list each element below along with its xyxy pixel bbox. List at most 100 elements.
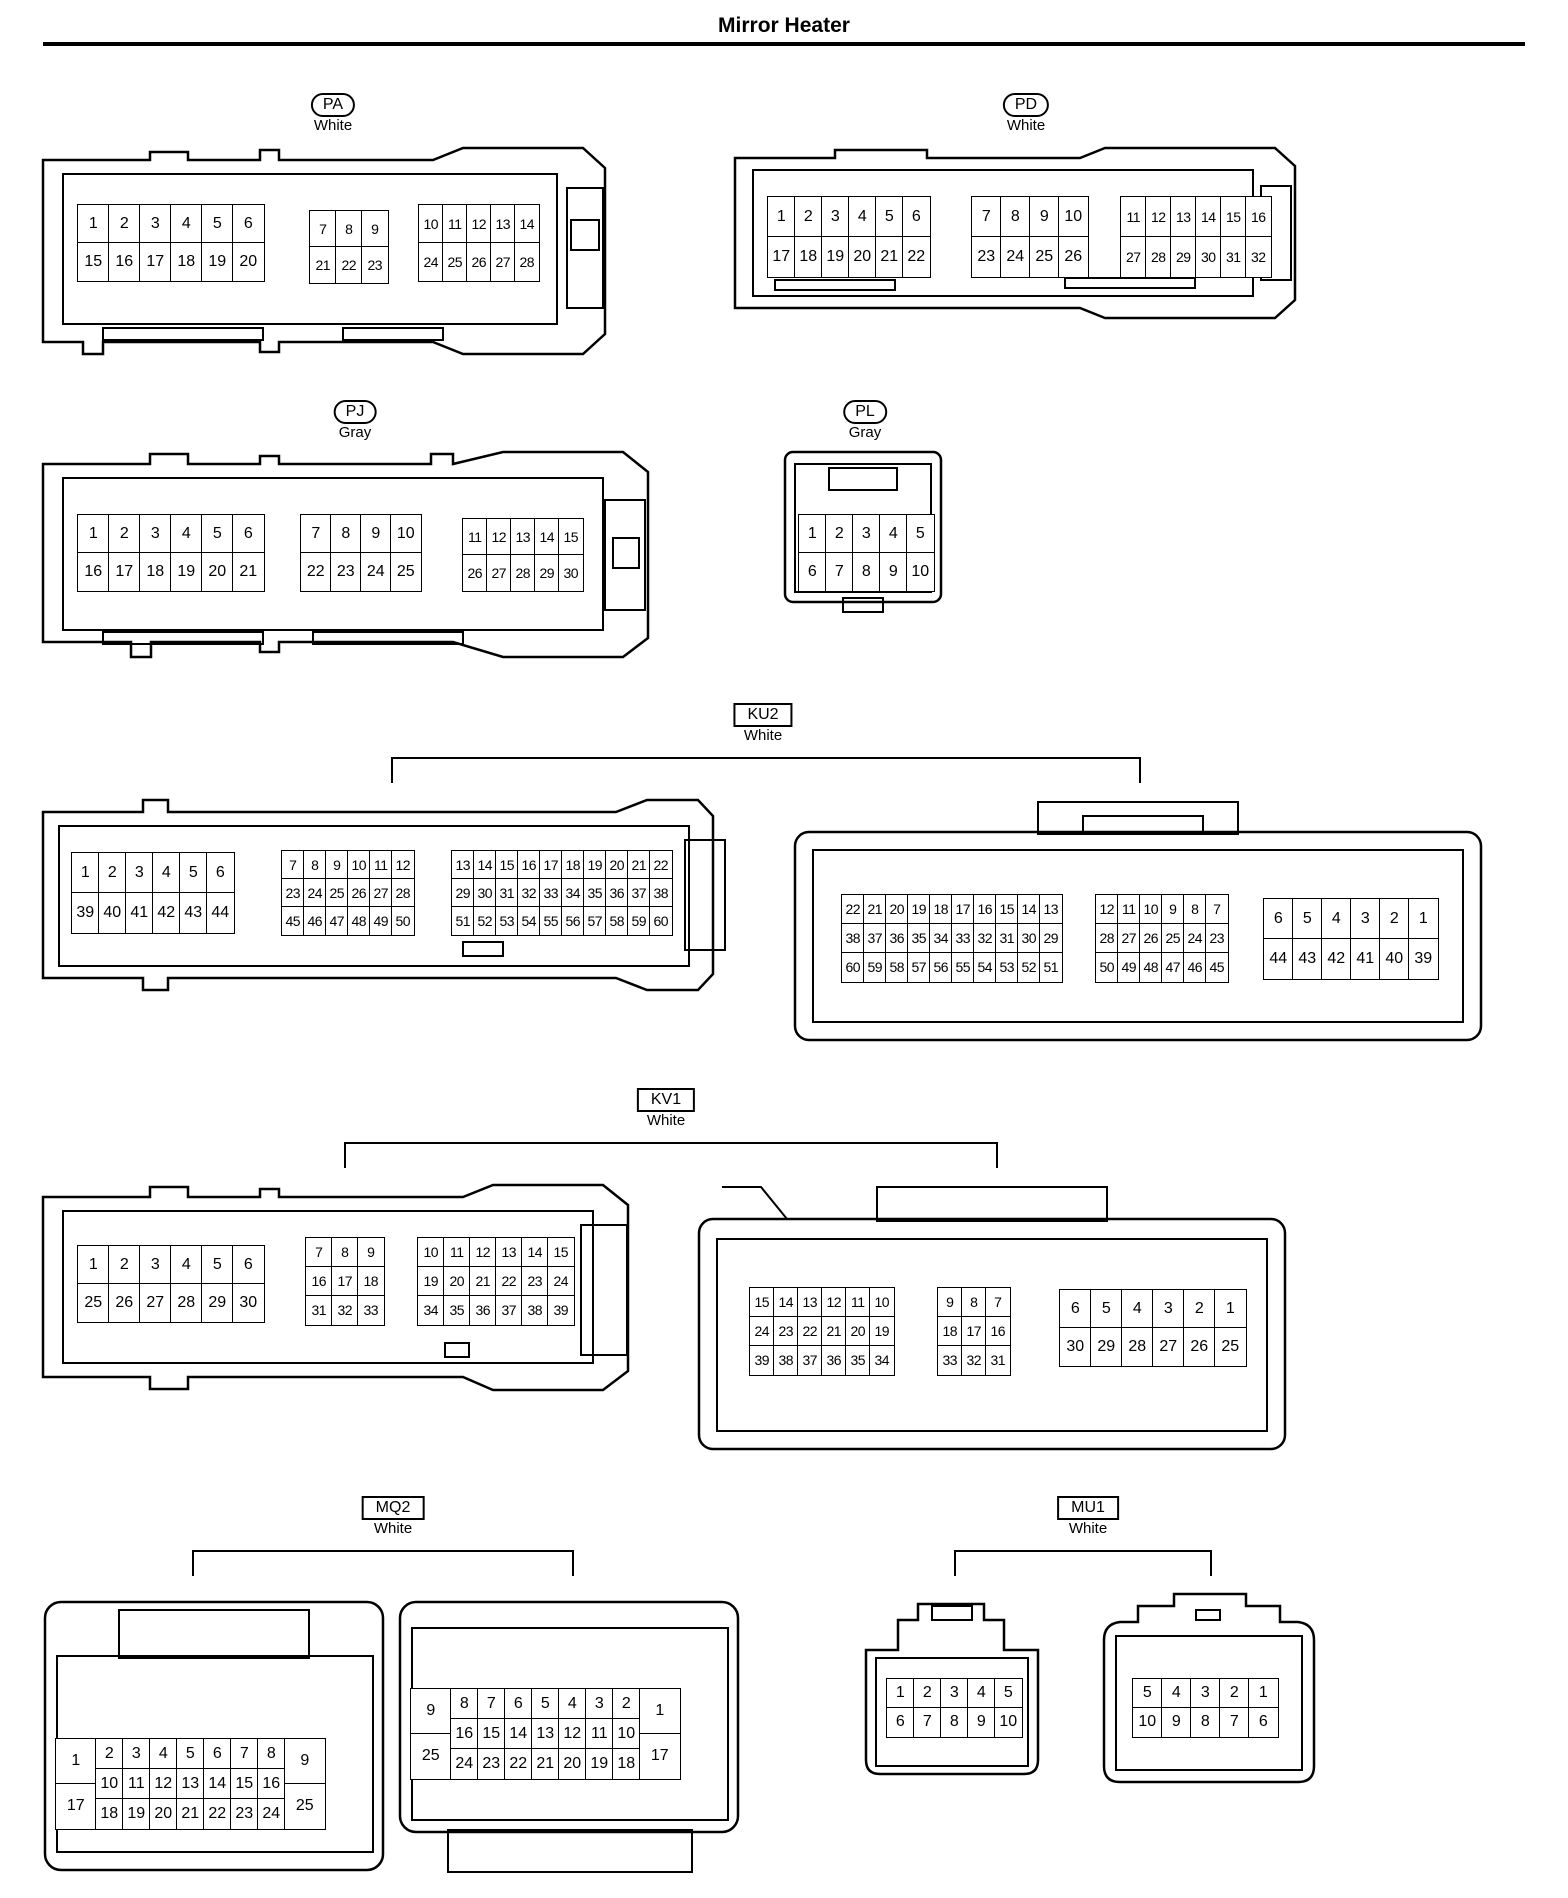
pin-cell: 1 xyxy=(767,196,796,238)
label-pj-code: PJ xyxy=(333,400,377,424)
label-kv1-code: KV1 xyxy=(636,1088,696,1112)
pin-cell: 5 xyxy=(875,196,904,238)
pin-cell: 11 xyxy=(369,850,393,880)
pin-cell: 24 xyxy=(547,1266,575,1297)
pin-cell: 15 xyxy=(1220,196,1247,238)
pin-cell: 13 xyxy=(510,518,536,556)
pin-cell: 1 xyxy=(886,1678,915,1709)
pin-cell: 8 xyxy=(940,1707,969,1738)
pin-cell: 16 xyxy=(450,1718,479,1750)
pin-cell: 24 xyxy=(1183,923,1207,954)
pin-cell: 6 xyxy=(232,204,265,244)
pin-cell: 10 xyxy=(906,552,935,592)
pin-cell: 3 xyxy=(852,514,881,554)
pin-cell: 5 xyxy=(1090,1289,1123,1329)
pin-cell: 7 xyxy=(825,552,854,592)
pin-cell: 54 xyxy=(517,906,541,936)
pin-cell: 1 xyxy=(798,514,827,554)
pin-cell: 13 xyxy=(176,1768,205,1800)
pin-cell: 19 xyxy=(583,850,607,880)
pin-cell: 7 xyxy=(1219,1707,1250,1738)
housing-inner xyxy=(875,1657,1029,1767)
pin-cell: 14 xyxy=(521,1237,549,1268)
pin-cell: 33 xyxy=(539,878,563,908)
pin-cell: 4 xyxy=(170,204,203,244)
pin-cell: 17 xyxy=(951,894,975,925)
pin-cell: 24 xyxy=(1000,236,1031,278)
pin-cell: 18 xyxy=(612,1748,641,1780)
pin-cell: 21 xyxy=(176,1798,205,1830)
rib xyxy=(774,279,896,291)
pin-cell: 10 xyxy=(417,1237,445,1268)
pin-cell: 6 xyxy=(902,196,931,238)
pin-cell: 29 xyxy=(1039,923,1063,954)
pin-cell: 26 xyxy=(347,878,371,908)
pin-cell: 57 xyxy=(583,906,607,936)
pin-cell: 4 xyxy=(1321,898,1352,940)
pin-cell: 15 xyxy=(495,850,519,880)
pin-cell: 54 xyxy=(973,952,997,983)
pin-cell: 21 xyxy=(821,1316,847,1347)
rib xyxy=(312,631,464,645)
pin-cell: 23 xyxy=(330,552,362,592)
pin-cell: 13 xyxy=(490,204,516,244)
pin-cell: 4 xyxy=(879,514,908,554)
pin-cell: 35 xyxy=(845,1345,871,1376)
pin-cell: 49 xyxy=(369,906,393,936)
pin-cell: 45 xyxy=(1205,952,1229,983)
pin-cell: 14 xyxy=(534,518,560,556)
pin-cell: 17 xyxy=(108,552,141,592)
pin-cell: 22 xyxy=(841,894,865,925)
housing-inner xyxy=(58,825,690,967)
pin-cell: 2 xyxy=(98,852,127,894)
pin-cell: 3 xyxy=(821,196,850,238)
pin-cell: 35 xyxy=(907,923,931,954)
latch-tab xyxy=(722,1186,788,1220)
pin-cell: 23 xyxy=(1205,923,1229,954)
pin-cell: 23 xyxy=(477,1748,506,1780)
pin-cell: 47 xyxy=(1161,952,1185,983)
pin-cell: 10 xyxy=(1058,196,1089,238)
pin-cell: 3 xyxy=(1190,1678,1221,1709)
housing-body xyxy=(41,798,715,992)
pin-cell: 12 xyxy=(391,850,415,880)
pin-cell: 16 xyxy=(973,894,997,925)
pin-cell: 44 xyxy=(1263,938,1294,980)
pin-cell: 32 xyxy=(1245,236,1272,278)
pin-cell: 21 xyxy=(531,1748,560,1780)
connector-outline xyxy=(793,801,1483,1042)
key xyxy=(447,1829,693,1873)
latch-tab xyxy=(828,467,898,491)
pin-cell: 26 xyxy=(1139,923,1163,954)
pin-cell: 14 xyxy=(504,1718,533,1750)
pin-cell: 22 xyxy=(335,246,363,284)
pin-cell: 16 xyxy=(77,552,110,592)
pin-cell: 10 xyxy=(390,514,422,554)
pin-cell: 9 xyxy=(325,850,349,880)
pin-cell: 33 xyxy=(937,1345,963,1376)
housing-body xyxy=(41,146,607,356)
housing-body xyxy=(43,1600,385,1872)
pin-cell: 8 xyxy=(852,552,881,592)
pin-cell: 8 xyxy=(257,1738,286,1770)
pin-cell: 5 xyxy=(906,514,935,554)
housing-inner xyxy=(62,477,604,631)
connector-outline xyxy=(43,1600,385,1872)
housing-body xyxy=(783,450,943,604)
pin-cell: 9 xyxy=(1161,894,1185,925)
pin-cell: 9 xyxy=(879,552,908,592)
pin-cell: 26 xyxy=(1058,236,1089,278)
label-pd-code: PD xyxy=(1002,93,1050,117)
